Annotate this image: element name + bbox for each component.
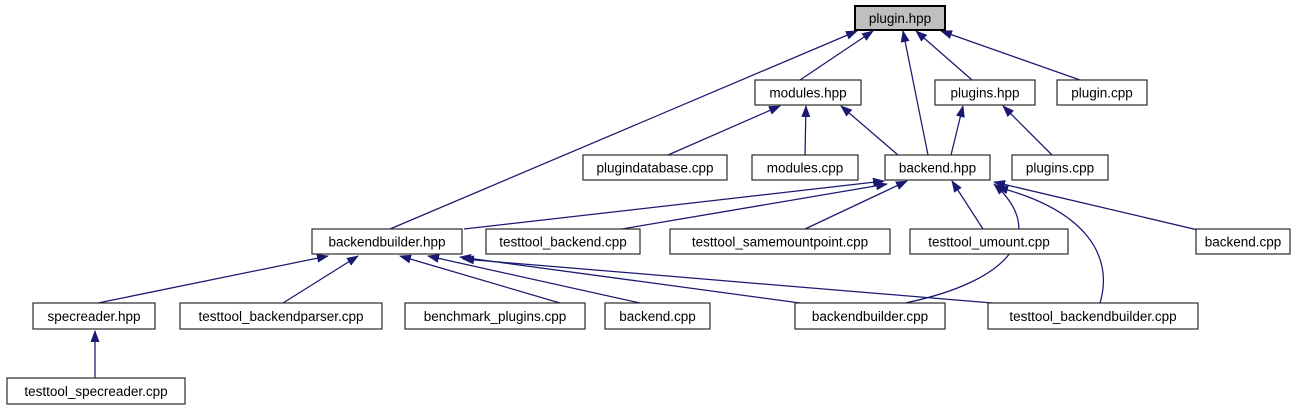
node-label: backendbuilder.cpp bbox=[812, 309, 928, 324]
edge-backendbuilder-hpp-to-backend-hpp bbox=[463, 177, 885, 230]
node-label: backend.hpp bbox=[899, 160, 976, 175]
node-benchmark-plugins-cpp[interactable]: benchmark_plugins.cpp bbox=[404, 302, 586, 330]
edge-testtool-umount-cpp-to-backend-hpp bbox=[951, 180, 984, 230]
node-box[interactable] bbox=[1011, 154, 1109, 181]
node-specreader-hpp[interactable]: specreader.hpp bbox=[32, 302, 156, 330]
node-backendbuilder-hpp[interactable]: backendbuilder.hpp bbox=[311, 228, 463, 255]
node-backendbuilder-cpp[interactable]: backendbuilder.cpp bbox=[794, 302, 946, 330]
edge-specreader-hpp-to-backendbuilder-hpp bbox=[97, 253, 329, 304]
node-label: testtool_backendparser.cpp bbox=[198, 309, 363, 324]
edge-testtool-samemountpoint-cpp-to-backend-hpp bbox=[804, 180, 908, 230]
node-label: backendbuilder.hpp bbox=[328, 234, 445, 249]
node-box[interactable] bbox=[751, 154, 859, 181]
node-plugins-cpp[interactable]: plugins.cpp bbox=[1011, 154, 1109, 181]
node-label: plugins.hpp bbox=[950, 85, 1019, 100]
node-box[interactable] bbox=[754, 79, 862, 106]
node-label: backend.cpp bbox=[1205, 234, 1282, 249]
edges-layer bbox=[90, 30, 1199, 378]
node-plugindatabase-cpp[interactable]: plugindatabase.cpp bbox=[582, 154, 728, 181]
edge-plugins-cpp-to-plugins-hpp bbox=[1002, 105, 1053, 156]
node-label: specreader.hpp bbox=[47, 309, 140, 324]
node-box[interactable] bbox=[909, 228, 1069, 255]
node-label: plugin.cpp bbox=[1071, 85, 1133, 100]
node-box[interactable] bbox=[987, 302, 1199, 330]
node-box[interactable] bbox=[884, 154, 991, 181]
node-label: plugindatabase.cpp bbox=[596, 160, 713, 175]
node-box[interactable] bbox=[794, 302, 946, 330]
edge-testtool-backendbuilder-cpp-to-backendbuilder-hpp bbox=[462, 255, 993, 304]
node-testtool-samemountpoint-cpp[interactable]: testtool_samemountpoint.cpp bbox=[669, 228, 891, 255]
edge-plugindatabase-cpp-to-modules-hpp bbox=[667, 105, 781, 156]
edge-plugin-cpp-to-plugin-hpp bbox=[940, 30, 1081, 81]
node-backend-cpp-b[interactable]: backend.cpp bbox=[604, 302, 711, 330]
node-label: testtool_backend.cpp bbox=[499, 234, 627, 249]
node-box[interactable] bbox=[32, 302, 156, 330]
node-plugin-hpp[interactable]: plugin.hpp bbox=[854, 5, 946, 31]
edge-benchmark-plugins-cpp-to-backendbuilder-hpp bbox=[399, 254, 561, 304]
node-label: plugin.hpp bbox=[869, 11, 931, 26]
node-plugin-cpp[interactable]: plugin.cpp bbox=[1056, 79, 1148, 106]
node-box[interactable] bbox=[582, 154, 728, 181]
edge-testtool-backendparser-cpp-to-backendbuilder-hpp bbox=[282, 255, 359, 304]
node-box[interactable] bbox=[311, 228, 463, 255]
node-label: testtool_specreader.cpp bbox=[24, 384, 167, 399]
edge-plugins-hpp-to-plugin-hpp bbox=[915, 30, 973, 81]
node-modules-hpp[interactable]: modules.hpp bbox=[754, 79, 862, 106]
node-box[interactable] bbox=[604, 302, 711, 330]
edge-backend-cpp-a-to-backend-hpp bbox=[993, 180, 1199, 231]
node-label: testtool_samemountpoint.cpp bbox=[692, 234, 868, 249]
node-label: testtool_backendbuilder.cpp bbox=[1009, 309, 1176, 324]
node-label: plugins.cpp bbox=[1026, 160, 1094, 175]
node-box[interactable] bbox=[179, 302, 383, 330]
node-label: testtool_umount.cpp bbox=[928, 234, 1050, 249]
node-box[interactable] bbox=[1056, 79, 1148, 106]
node-box[interactable] bbox=[934, 79, 1036, 106]
node-plugins-hpp[interactable]: plugins.hpp bbox=[934, 79, 1036, 106]
edge-backendbuilder-hpp-to-plugin-hpp bbox=[389, 30, 858, 230]
edge-backend-hpp-to-plugin-hpp bbox=[900, 30, 929, 156]
root-node-box[interactable] bbox=[854, 5, 946, 31]
node-testtool-specreader-cpp[interactable]: testtool_specreader.cpp bbox=[6, 377, 186, 405]
node-box[interactable] bbox=[404, 302, 586, 330]
edge-modules-cpp-to-modules-hpp bbox=[801, 105, 811, 156]
node-label: modules.cpp bbox=[767, 160, 844, 175]
nodes-layer: plugin.hpp modules.hpp plugins.hpp plugin.c… bbox=[6, 5, 1291, 405]
edge-backend-hpp-to-modules-hpp bbox=[840, 105, 899, 156]
node-box[interactable] bbox=[1195, 228, 1291, 255]
node-label: benchmark_plugins.cpp bbox=[424, 309, 567, 324]
edge-modules-hpp-to-plugin-hpp bbox=[799, 30, 874, 81]
node-testtool-backendbuilder-cpp[interactable]: testtool_backendbuilder.cpp bbox=[987, 302, 1199, 330]
edge-testtool-backendbuilder-cpp-to-backend-hpp bbox=[996, 185, 1104, 304]
edge-backend-hpp-to-plugins-hpp bbox=[950, 105, 965, 156]
node-box[interactable] bbox=[669, 228, 891, 255]
node-box[interactable] bbox=[6, 377, 186, 405]
node-backend-hpp[interactable]: backend.hpp bbox=[884, 154, 991, 181]
node-testtool-umount-cpp[interactable]: testtool_umount.cpp bbox=[909, 228, 1069, 255]
node-backend-cpp-a[interactable]: backend.cpp bbox=[1195, 228, 1291, 255]
node-label: backend.cpp bbox=[619, 309, 696, 324]
node-modules-cpp[interactable]: modules.cpp bbox=[751, 154, 859, 181]
node-box[interactable] bbox=[485, 228, 641, 255]
node-testtool-backendparser-cpp[interactable]: testtool_backendparser.cpp bbox=[179, 302, 383, 330]
node-testtool-backend-cpp[interactable]: testtool_backend.cpp bbox=[485, 228, 641, 255]
node-label: modules.hpp bbox=[769, 85, 846, 100]
edge-backendbuilder-cpp-to-backendbuilder-hpp bbox=[459, 254, 801, 304]
edge-testtool-backend-cpp-to-backend-hpp bbox=[621, 181, 888, 230]
